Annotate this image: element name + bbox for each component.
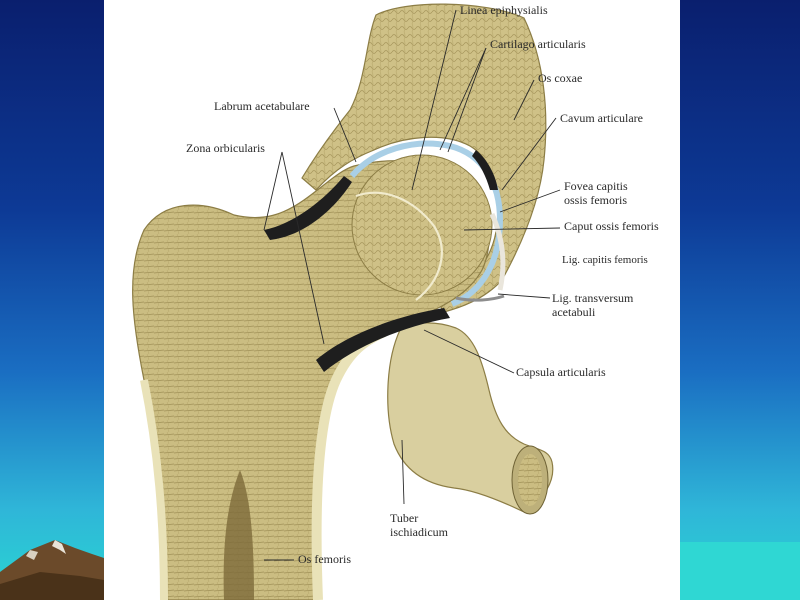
label-cartilago-articularis: Cartilago articularis bbox=[490, 37, 586, 51]
leader-lines bbox=[263, 9, 561, 561]
label-os-coxae: Os coxae bbox=[538, 71, 583, 85]
label-tuber-line2: ischiadicum bbox=[390, 525, 448, 539]
label-fovea-capitis-line1: Fovea capitis bbox=[564, 179, 628, 193]
linea-epiphysialis-line bbox=[355, 191, 443, 301]
label-zona-orbicularis: Zona orbicularis bbox=[186, 141, 265, 155]
label-linea-epiphysialis: Linea epiphysialis bbox=[460, 3, 548, 17]
mountain-decoration bbox=[0, 540, 104, 600]
label-fovea-capitis-line2: ossis femoris bbox=[564, 193, 627, 207]
hip-joint-diagram bbox=[132, 3, 561, 600]
hip-joint-illustration-panel: Linea epiphysialis Cartilago articularis… bbox=[104, 0, 680, 600]
label-lig-transversum-line1: Lig. transversum bbox=[552, 291, 634, 305]
os-coxae-shape bbox=[301, 3, 547, 313]
label-lig-transversum-line2: acetabuli bbox=[552, 305, 596, 319]
teal-corner-decoration bbox=[680, 542, 800, 600]
label-tuber-line1: Tuber bbox=[390, 511, 419, 525]
tuber-ischiadicum-shape bbox=[387, 322, 554, 513]
capsula-articularis-shape bbox=[264, 176, 352, 240]
label-lig-capitis-femoris: Lig. capitis femoris bbox=[562, 254, 648, 266]
label-labrum-acetabulare: Labrum acetabulare bbox=[214, 99, 310, 113]
caput-ossis-femoris-shape bbox=[351, 154, 493, 296]
label-caput-ossis-femoris: Caput ossis femoris bbox=[564, 219, 659, 233]
label-os-femoris: Os femoris bbox=[298, 552, 351, 566]
label-cavum-articulare: Cavum articulare bbox=[560, 111, 643, 125]
label-capsula-articularis: Capsula articularis bbox=[516, 365, 606, 379]
